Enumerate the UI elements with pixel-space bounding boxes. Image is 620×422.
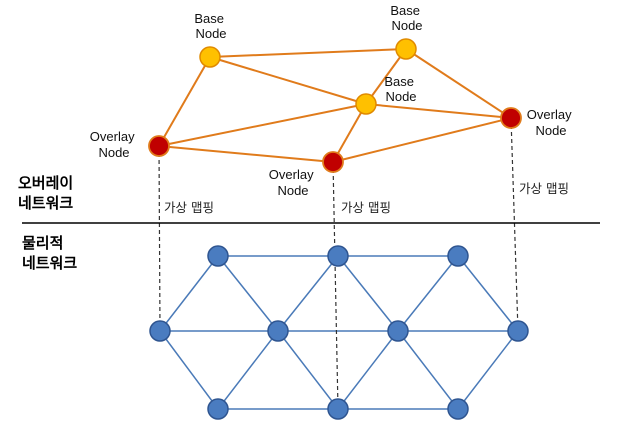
label-line: 네트워크	[22, 254, 77, 272]
overlay-node-left	[148, 135, 170, 157]
base-node-1	[199, 46, 221, 68]
virtual-mapping-label-right: 가상 맵핑	[519, 181, 569, 196]
label-line: Node	[277, 183, 308, 198]
virtual-mapping-label-middle: 가상 맵핑	[341, 200, 391, 215]
overlay-nodes	[148, 107, 522, 173]
physical-edge	[217, 255, 279, 332]
physical-edge	[457, 255, 519, 332]
physical-node	[507, 320, 529, 342]
physical-node	[207, 398, 229, 420]
label-line: Overlay	[90, 129, 135, 144]
physical-node	[327, 245, 349, 267]
physical-node	[447, 245, 469, 267]
base-node-3-label: Base Node	[384, 74, 417, 104]
physical-network-label: 물리적 네트워크	[22, 234, 77, 272]
overlay-edge	[158, 103, 367, 147]
label-line: Overlay	[269, 167, 314, 182]
overlay-edge	[332, 103, 367, 163]
overlay-edge	[332, 117, 512, 163]
physical-node	[447, 398, 469, 420]
label-line: Base	[384, 74, 414, 89]
overlay-node-middle	[322, 151, 344, 173]
physical-node	[207, 245, 229, 267]
mapping-line-right	[510, 117, 519, 332]
overlay-edge	[158, 145, 334, 163]
mapping-line-left	[158, 145, 161, 332]
physical-edge	[337, 330, 399, 410]
label-line: Node	[195, 26, 226, 41]
overlay-node-right	[500, 107, 522, 129]
overlay-node-middle-label: Overlay Node	[269, 167, 317, 198]
label-line: 물리적	[22, 234, 63, 252]
physical-node	[387, 320, 409, 342]
node-labels: Base Node Base Node Base Node Overlay No…	[90, 3, 575, 198]
label-line: Node	[391, 18, 422, 33]
physical-edge	[457, 330, 519, 410]
base-node-3	[355, 93, 377, 115]
virtual-mapping-label-left: 가상 맵핑	[164, 200, 214, 215]
physical-edge	[217, 330, 279, 410]
mapping-line-middle	[332, 161, 339, 410]
label-line: Node	[535, 123, 566, 138]
physical-node	[327, 398, 349, 420]
base-nodes	[199, 38, 417, 115]
physical-edge	[397, 330, 459, 410]
physical-edge	[337, 255, 399, 332]
overlay-edges	[158, 48, 512, 163]
label-line: Base	[390, 3, 420, 18]
label-line: Overlay	[527, 107, 572, 122]
label-line: Node	[385, 89, 416, 104]
overlay-edge	[365, 103, 512, 119]
physical-node	[267, 320, 289, 342]
physical-nodes	[149, 245, 529, 420]
physical-edge	[159, 255, 219, 332]
overlay-edge	[158, 56, 211, 147]
virtual-mapping-lines	[158, 117, 519, 410]
base-node-2	[395, 38, 417, 60]
overlay-network-label: 오버레이 네트워크	[18, 174, 78, 212]
physical-node	[149, 320, 171, 342]
physical-edges	[159, 255, 519, 410]
label-line: 네트워크	[18, 194, 73, 212]
overlay-node-right-label: Overlay Node	[527, 107, 575, 138]
physical-edge	[277, 255, 339, 332]
overlay-edge	[405, 48, 512, 119]
overlay-edge	[365, 48, 407, 105]
base-node-1-label: Base Node	[194, 11, 227, 41]
physical-edge	[277, 330, 339, 410]
overlay-edge	[209, 56, 367, 105]
overlay-node-left-label: Overlay Node	[90, 129, 138, 160]
label-line: Node	[98, 145, 129, 160]
physical-edge	[397, 255, 459, 332]
overlay-edge	[209, 48, 407, 58]
label-line: 오버레이	[18, 174, 73, 192]
base-node-2-label: Base Node	[390, 3, 423, 33]
label-line: Base	[194, 11, 224, 26]
physical-edge	[159, 330, 219, 410]
